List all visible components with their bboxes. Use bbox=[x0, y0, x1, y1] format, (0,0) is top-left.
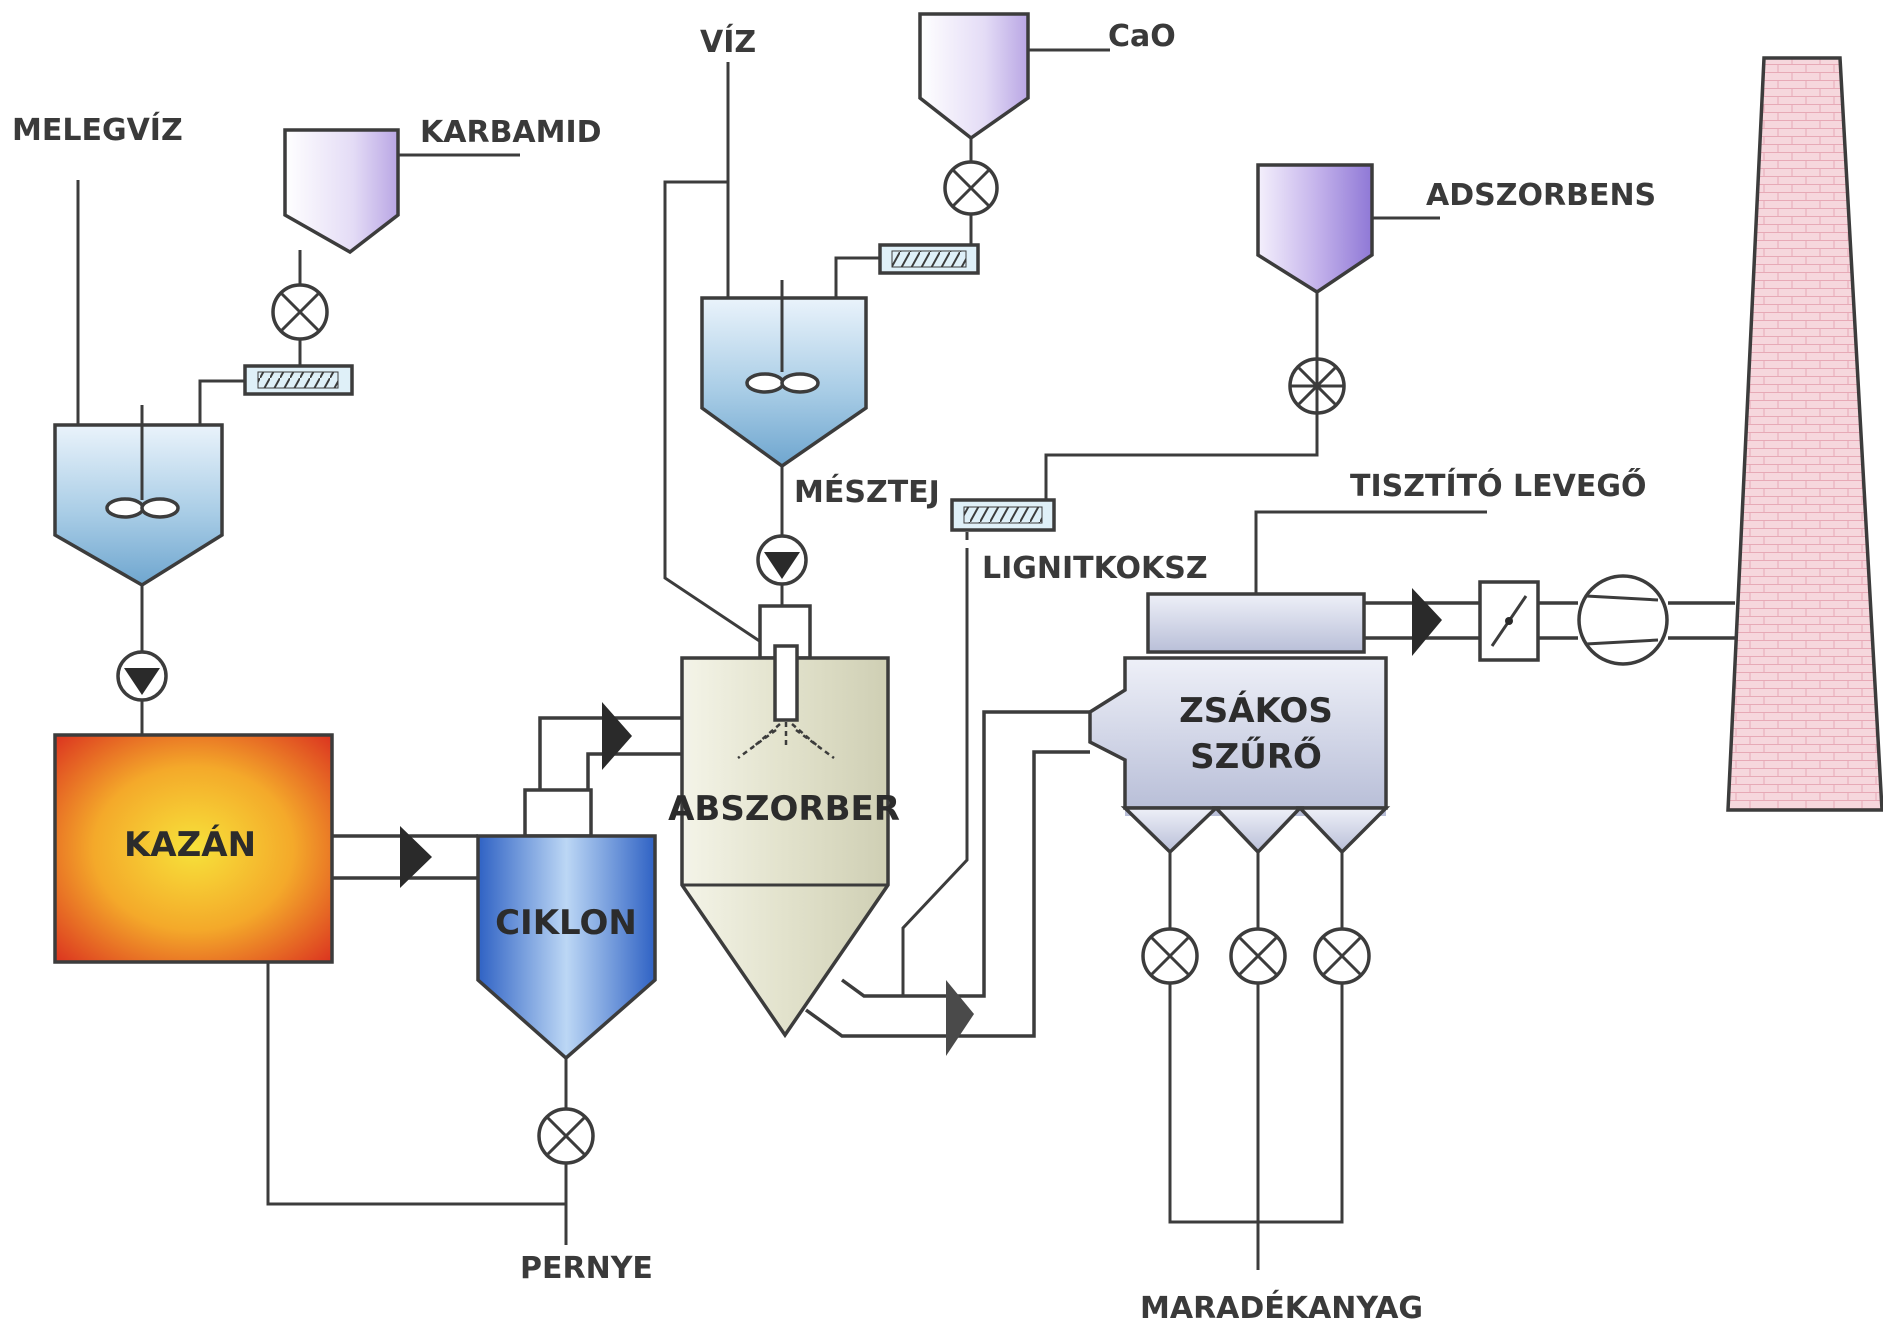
adsorbent-silo bbox=[1256, 163, 1440, 295]
rotary-valve-filter-2 bbox=[1229, 927, 1287, 985]
rotary-valve-filter-3 bbox=[1313, 927, 1371, 985]
rotary-valve-adszorbens bbox=[1288, 357, 1346, 415]
absorber-label: ABSZORBER bbox=[668, 789, 900, 829]
label-maradekanyag: MARADÉKANYAG bbox=[1140, 1290, 1423, 1325]
cao-silo bbox=[918, 12, 1110, 141]
rotary-valve-karbamid bbox=[271, 283, 329, 341]
rotary-valve-cao bbox=[943, 160, 999, 216]
label-tisztito-levego: TISZTÍTÓ LEVEGŐ bbox=[1350, 467, 1646, 504]
stream-labels: MELEGVÍZ KARBAMID VÍZ CaO ADSZORBENS MÉS… bbox=[12, 19, 1656, 1325]
induced-draft-fan bbox=[1577, 574, 1669, 666]
cyclone: CIKLON bbox=[476, 788, 657, 1061]
label-lignitkoksz: LIGNITKOKSZ bbox=[982, 551, 1208, 586]
bag-filter-label-line2: SZŰRŐ bbox=[1190, 736, 1322, 777]
absorber: ABSZORBER bbox=[668, 604, 900, 1039]
arrow-abszorber-filter bbox=[946, 980, 974, 1056]
label-viz: VÍZ bbox=[700, 24, 756, 60]
damper-valve bbox=[1478, 580, 1540, 662]
label-melegviz: MELEGVÍZ bbox=[12, 112, 183, 148]
flow-arrows bbox=[400, 588, 1442, 1056]
pump-left bbox=[116, 650, 168, 702]
screw-conveyor-lignitkoksz bbox=[950, 498, 1056, 532]
bag-filter: ZSÁKOS SZŰRŐ bbox=[1088, 592, 1391, 855]
pump-mesztej bbox=[756, 534, 808, 586]
lime-milk-tank bbox=[700, 280, 868, 469]
label-karbamid: KARBAMID bbox=[420, 115, 602, 150]
label-adszorbens: ADSZORBENS bbox=[1426, 178, 1656, 213]
label-mesztej: MÉSZTEJ bbox=[794, 474, 940, 510]
screw-conveyor-cao bbox=[878, 243, 980, 275]
label-pernye: PERNYE bbox=[520, 1251, 653, 1286]
spray-nozzle-mist bbox=[737, 722, 835, 760]
bag-filter-label-line1: ZSÁKOS bbox=[1179, 690, 1333, 731]
boiler: KAZÁN bbox=[53, 733, 334, 964]
screw-conveyor-karbamid bbox=[243, 364, 354, 396]
arrow-ciklon-abszorber bbox=[602, 702, 632, 770]
cyclone-label: CIKLON bbox=[495, 903, 637, 943]
piping-lines bbox=[76, 62, 1487, 1270]
urea-mixing-tank bbox=[53, 405, 224, 588]
chimney-stack bbox=[1726, 56, 1883, 812]
rotary-valve-filter-1 bbox=[1141, 927, 1199, 985]
rotary-valve-ciklon bbox=[537, 1107, 595, 1165]
label-cao: CaO bbox=[1108, 19, 1176, 54]
arrow-filter-stack bbox=[1412, 588, 1442, 656]
urea-silo bbox=[283, 128, 520, 255]
arrow-kazan-ciklon bbox=[400, 826, 432, 888]
boiler-label: KAZÁN bbox=[124, 824, 256, 865]
